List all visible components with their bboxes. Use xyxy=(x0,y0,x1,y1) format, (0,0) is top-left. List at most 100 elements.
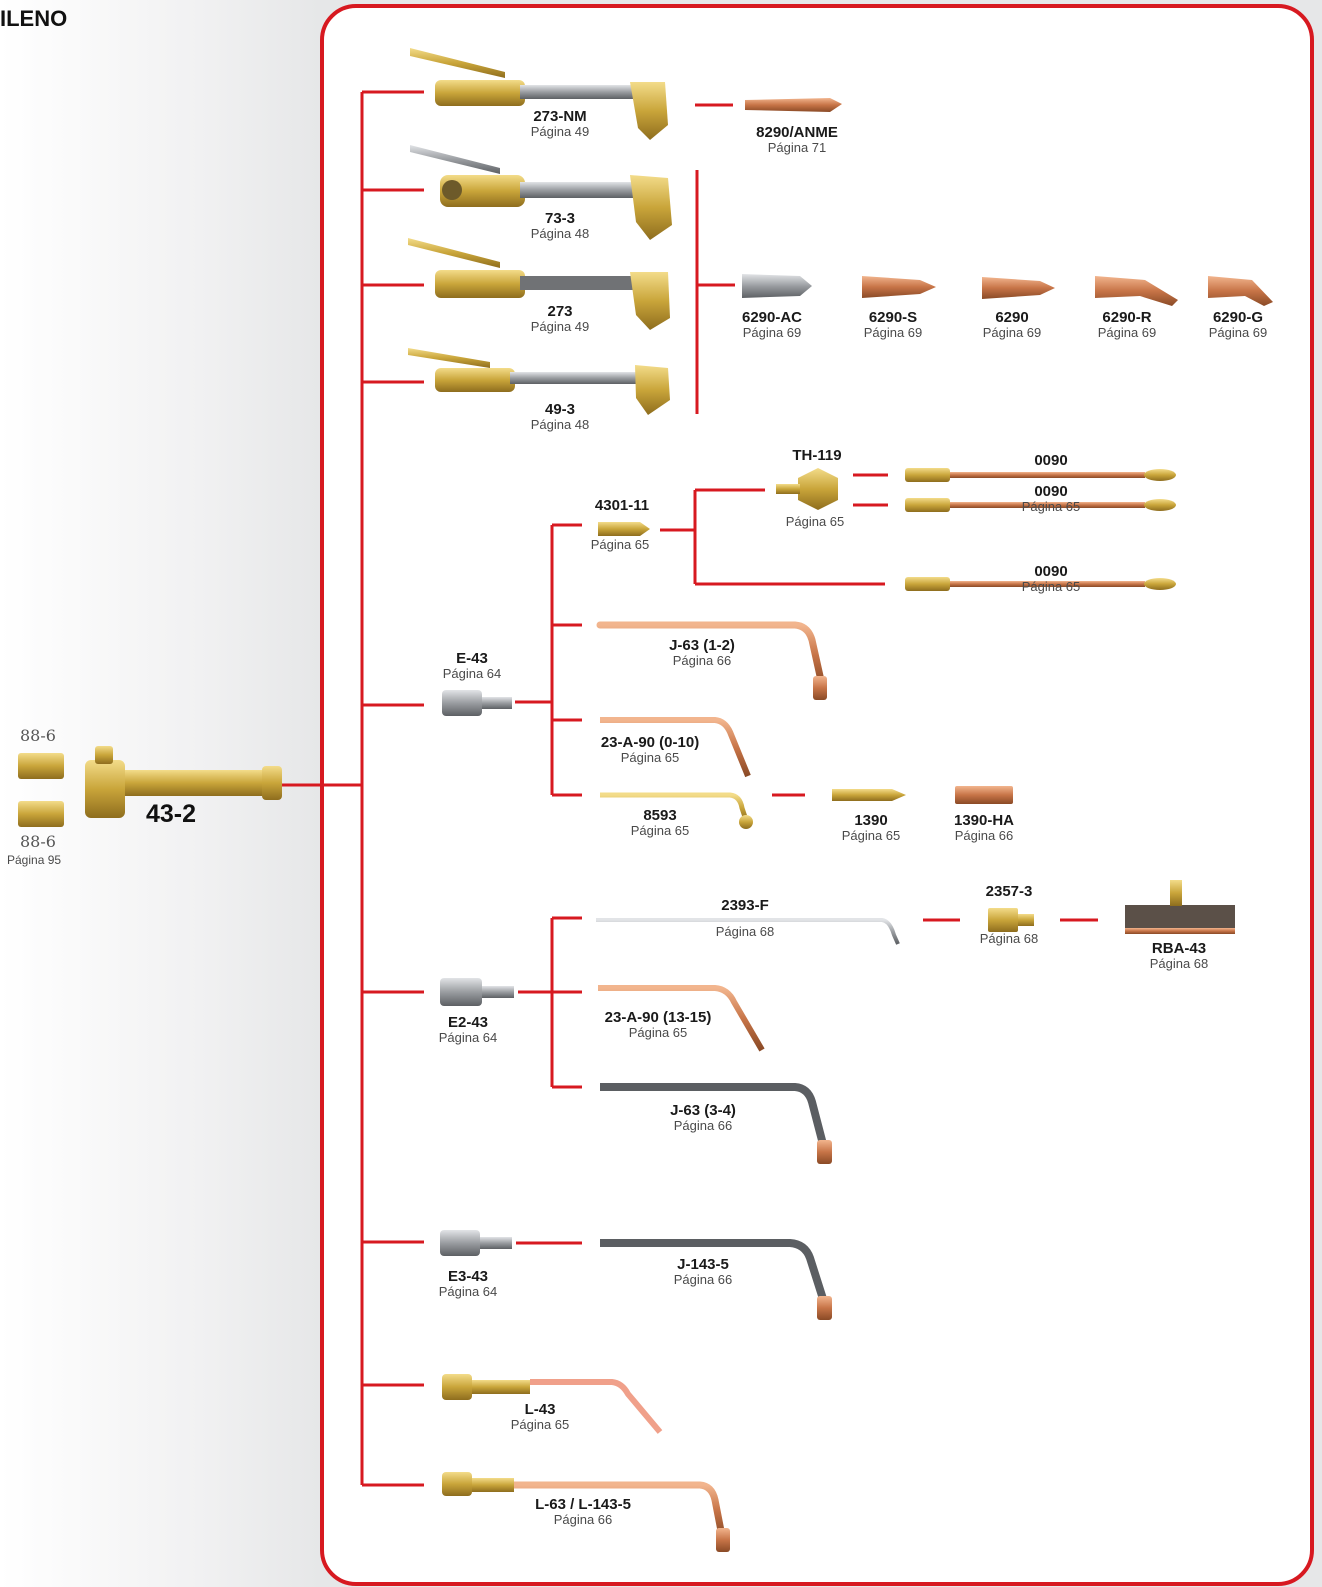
page-e-43: Página 64 xyxy=(442,665,502,681)
tube-2393-f-icon[interactable] xyxy=(596,918,900,945)
code-th-119: TH-119 xyxy=(792,447,842,464)
code-8593: 8593 xyxy=(643,807,677,824)
page-6290-ac: Página 69 xyxy=(742,324,802,340)
code-j-63-1-2: J-63 (1-2) xyxy=(669,637,735,654)
mixer-e2-43-icon[interactable] xyxy=(440,978,514,1006)
label-th-119-code: TH-119 xyxy=(792,448,841,464)
page-e3-43: Página 64 xyxy=(438,1283,498,1299)
tip-l-43-icon[interactable] xyxy=(442,1374,663,1434)
tip-j-143-5-icon[interactable] xyxy=(600,1239,832,1320)
page-23-a-90-0-10: Página 65 xyxy=(620,749,680,765)
nozzle-8290-anme-icon[interactable] xyxy=(745,98,842,112)
code-1390-ha: 1390-HA xyxy=(953,812,1015,829)
code-4301-11: 4301-11 xyxy=(594,497,650,514)
page-rba-43: Página 68 xyxy=(1149,955,1209,971)
nozzle-6290-r-icon[interactable] xyxy=(1095,276,1178,306)
label-j-63-3-4: J-63 (3-4)Página 66 xyxy=(670,1103,736,1132)
rod-0090-bottom-icon[interactable] xyxy=(905,577,1176,591)
label-2393-f-page: Página 68 xyxy=(716,925,775,939)
page-l-63: Página 66 xyxy=(553,1511,613,1527)
page-th-119: Página 65 xyxy=(785,514,845,529)
tip-23-a-90-13-15-icon[interactable] xyxy=(598,985,765,1052)
code-e2-43: E2-43 xyxy=(447,1014,489,1031)
tip-j-63-1-2-icon[interactable] xyxy=(596,621,827,700)
nozzle-6290-icon[interactable] xyxy=(982,277,1055,299)
page-6290-s: Página 69 xyxy=(863,324,923,340)
code-23-a-90-0-10: 23-A-90 (0-10) xyxy=(600,734,700,751)
label-th-119-page: Página 65 xyxy=(786,515,845,529)
code-e-43: E-43 xyxy=(456,650,488,667)
code-6290-ac: 6290-AC xyxy=(741,309,803,326)
label-4301-11-page: Página 65 xyxy=(591,538,650,552)
page-j-63-3-4: Página 66 xyxy=(673,1117,733,1133)
page-273-nm: Página 49 xyxy=(530,123,590,139)
code-273: 273 xyxy=(547,303,573,320)
page-4301-11: Página 65 xyxy=(590,537,650,552)
torch-273-nm-icon[interactable] xyxy=(410,48,668,140)
torch-273-icon[interactable] xyxy=(408,238,670,330)
page-1390-ha: Página 66 xyxy=(954,827,1014,843)
torch-49-3-icon[interactable] xyxy=(408,348,670,415)
nut-88-6-bottom-icon[interactable] xyxy=(18,801,64,827)
page-0090-bottom: Página 65 xyxy=(1021,578,1081,594)
diagram-frame xyxy=(320,4,1314,1586)
tip-l-63-icon[interactable] xyxy=(442,1472,730,1552)
label-23-a-90-13-15: 23-A-90 (13-15)Página 65 xyxy=(605,1010,712,1039)
label-4301-11-code: 4301-11 xyxy=(595,498,649,514)
code-6290-s: 6290-S xyxy=(868,309,918,326)
nozzle-6290-ac-icon[interactable] xyxy=(742,274,812,298)
page-73-3: Página 48 xyxy=(530,225,590,241)
rod-0090-middle-icon[interactable] xyxy=(905,498,1176,512)
label-0090-top: 0090 xyxy=(1034,453,1067,469)
nozzle-6290-g-icon[interactable] xyxy=(1208,276,1273,306)
page-8593: Página 65 xyxy=(630,822,690,838)
label-2357-3-code: 2357-3 xyxy=(986,884,1033,900)
extension-8593-icon[interactable] xyxy=(600,792,753,829)
code-73-3: 73-3 xyxy=(544,210,576,227)
label-23-a-90-0-10: 23-A-90 (0-10)Página 65 xyxy=(601,735,699,764)
nut-88-6-top-label: 88-6 xyxy=(20,726,56,745)
code-l-63: L-63 / L-143-5 xyxy=(535,1496,631,1513)
code-rba-43: RBA-43 xyxy=(1151,940,1207,957)
label-2393-f-code: 2393-F xyxy=(721,898,769,914)
tip-23-a-90-0-10-icon[interactable] xyxy=(600,717,751,778)
tip-j-63-3-4-icon[interactable] xyxy=(600,1083,832,1164)
nut-88-6-top-icon[interactable] xyxy=(18,753,64,779)
code-j-143-5: J-143-5 xyxy=(677,1256,729,1273)
page-49-3: Página 48 xyxy=(530,416,590,432)
rod-0090-top-icon[interactable] xyxy=(905,468,1176,482)
nut-88-6-page: Página 95 xyxy=(7,853,62,867)
code-23-a-90-13-15: 23-A-90 (13-15) xyxy=(604,1009,712,1026)
handle-43-2-icon[interactable] xyxy=(85,746,282,818)
code-l-43: L-43 xyxy=(524,1401,556,1418)
adapter-4301-11-icon[interactable] xyxy=(598,522,650,536)
nozzle-6290-s-icon[interactable] xyxy=(862,276,936,298)
page-e2-43: Página 64 xyxy=(438,1029,498,1045)
label-2357-3-page: Página 68 xyxy=(980,932,1039,946)
code-6290: 6290 xyxy=(995,309,1029,326)
coupling-2357-3-icon[interactable] xyxy=(988,908,1034,932)
manifold-th-119-icon[interactable] xyxy=(776,468,838,510)
torch-73-3-icon[interactable] xyxy=(410,145,672,240)
page-273: Página 49 xyxy=(530,318,590,334)
code-6290-g: 6290-G xyxy=(1212,309,1264,326)
tip-1390-icon[interactable] xyxy=(832,789,906,801)
tip-1390-ha-icon[interactable] xyxy=(955,786,1013,804)
heating-head-rba-43-icon[interactable] xyxy=(1125,880,1235,934)
label-j-63-1-2: J-63 (1-2)Página 66 xyxy=(669,638,735,667)
mixer-e3-43-icon[interactable] xyxy=(440,1230,512,1256)
mixer-e-43-icon[interactable] xyxy=(442,690,512,716)
